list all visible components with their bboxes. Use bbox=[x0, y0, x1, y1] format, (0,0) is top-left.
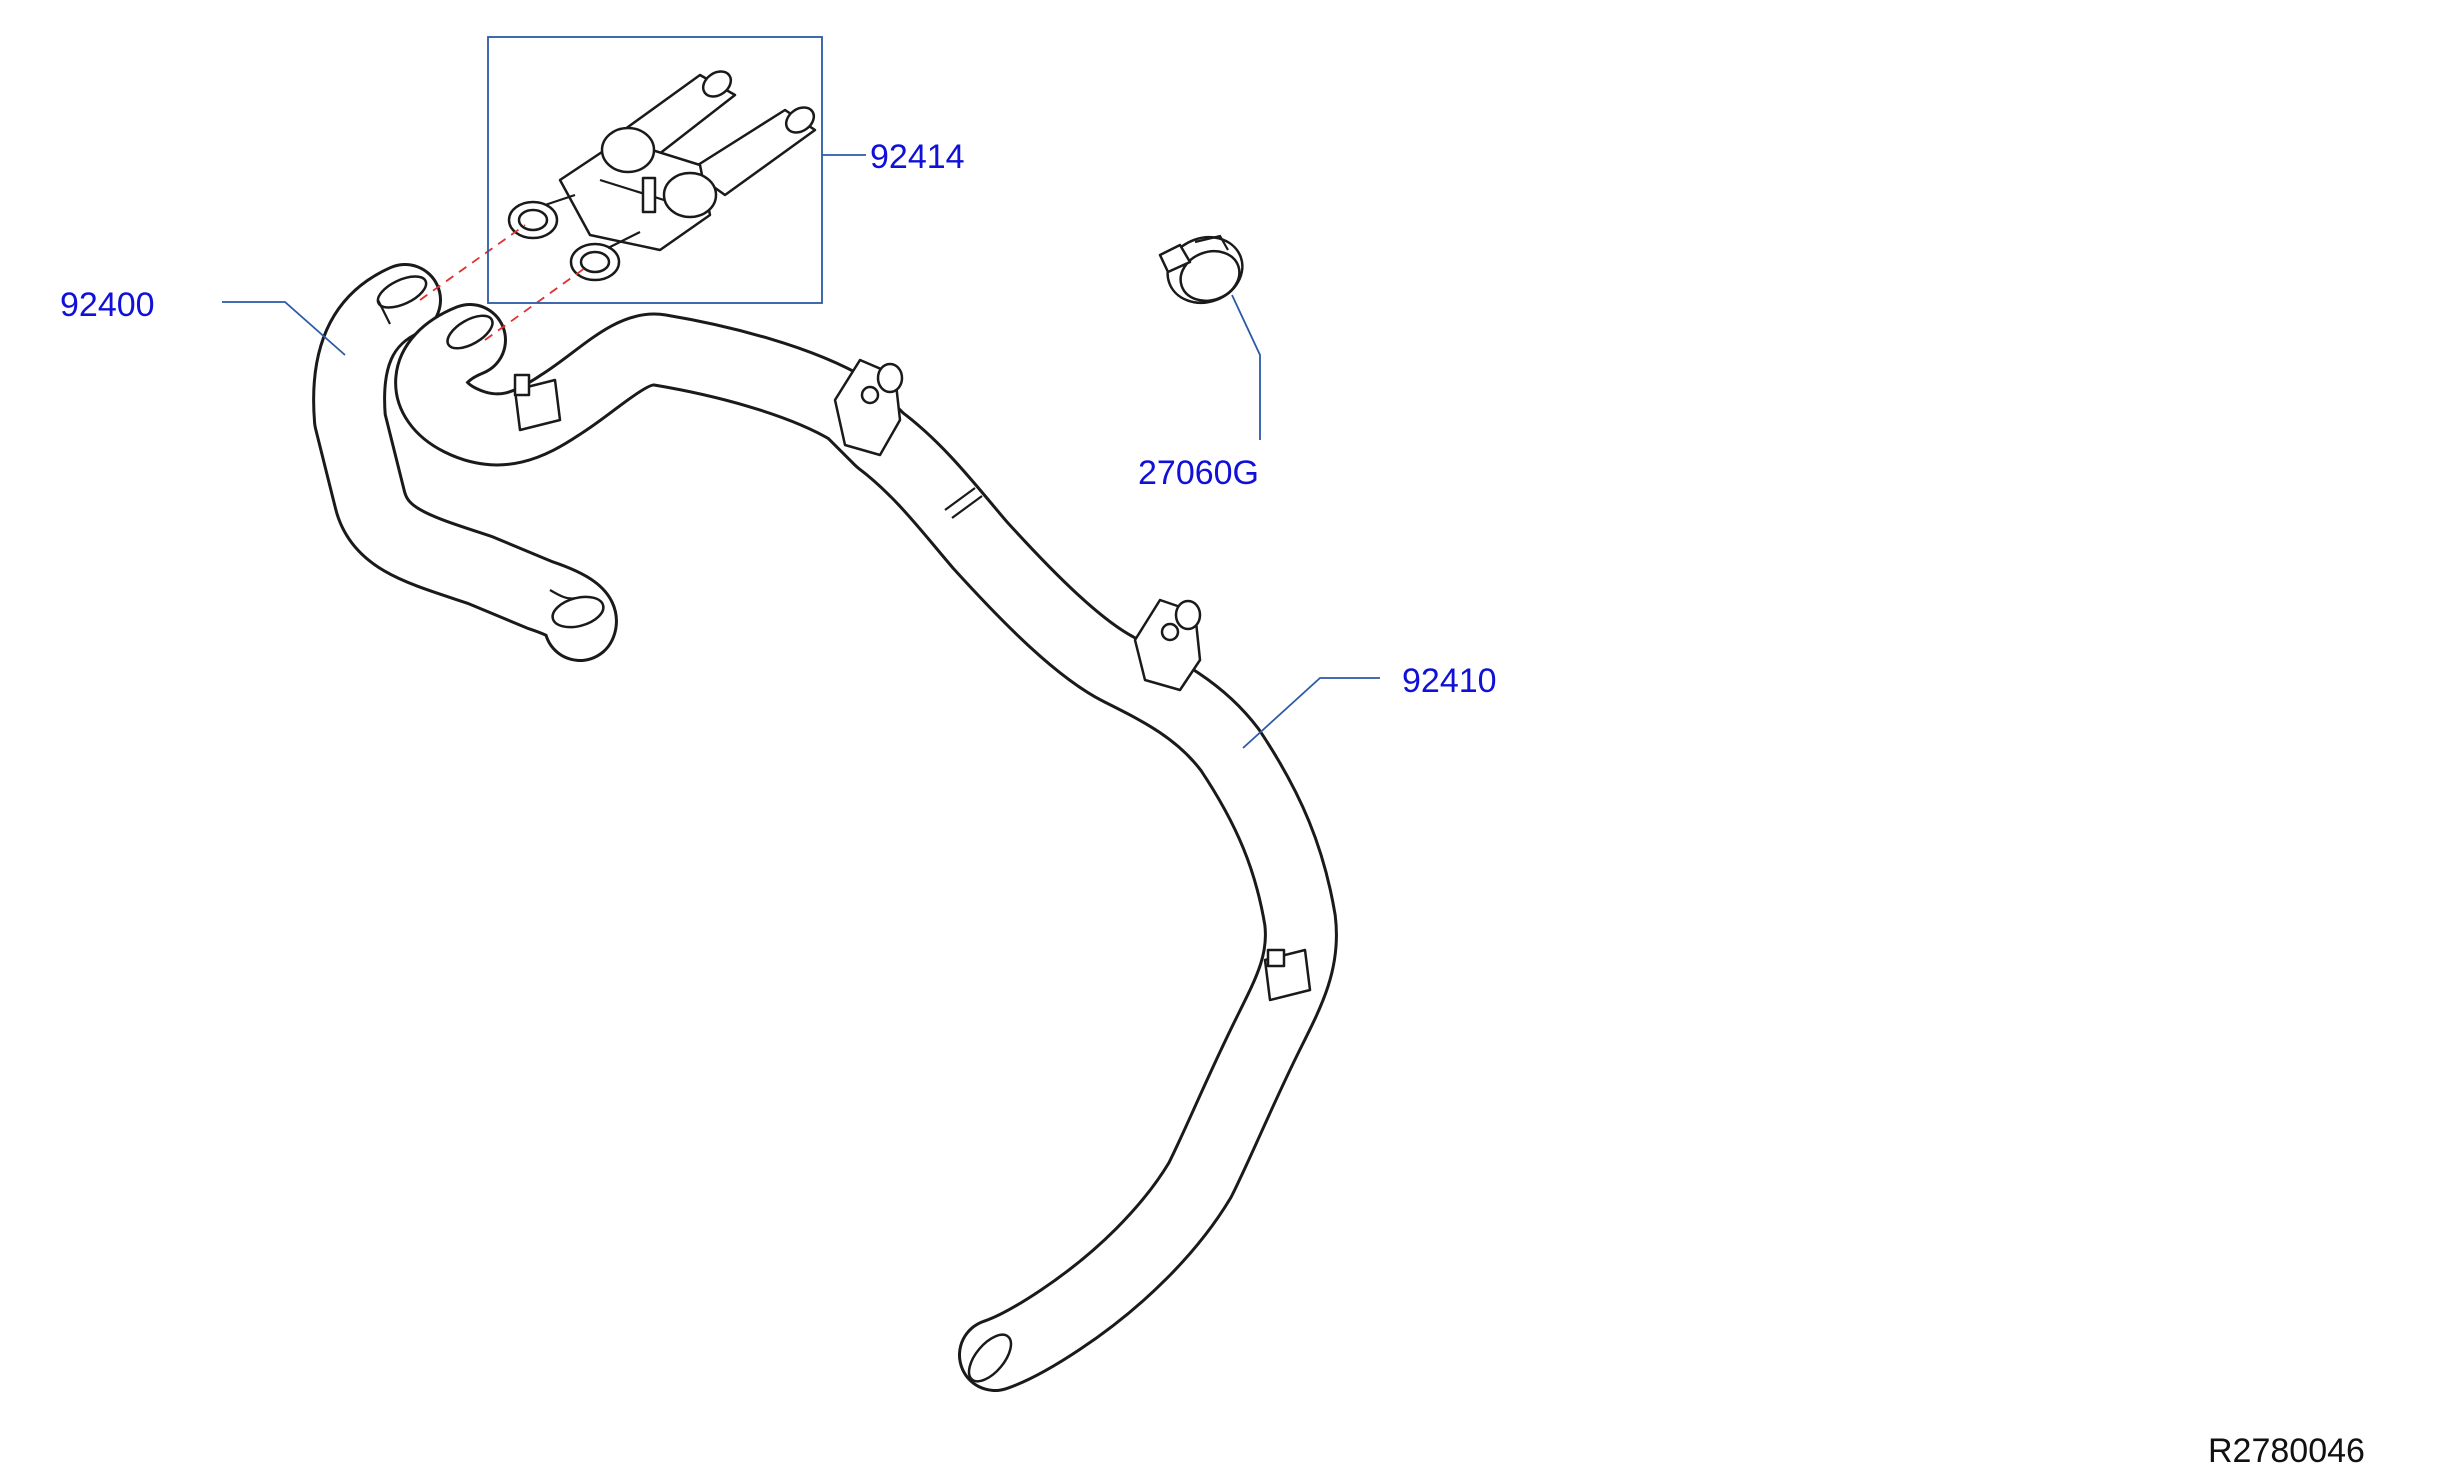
hose-clip-lower bbox=[1263, 948, 1312, 1002]
valve-92414[interactable] bbox=[507, 66, 819, 282]
alignment-line-1 bbox=[419, 224, 526, 301]
reference-code: R2780046 bbox=[2208, 1432, 2365, 1470]
alignment-line-2 bbox=[484, 267, 586, 341]
bracket-upper bbox=[833, 358, 904, 457]
hose-92400[interactable] bbox=[312, 263, 617, 662]
clamp-27060G[interactable] bbox=[1158, 227, 1251, 313]
label-92410: 92410 bbox=[1402, 662, 1497, 700]
label-27060G: 27060G bbox=[1138, 454, 1259, 492]
leader-92400 bbox=[222, 301, 346, 356]
label-92400: 92400 bbox=[60, 286, 155, 324]
label-92414: 92414 bbox=[870, 138, 965, 176]
bracket-lower bbox=[1133, 598, 1202, 692]
hose-clip-upper bbox=[513, 373, 562, 432]
valve-callout-box bbox=[487, 36, 823, 304]
hose-92410[interactable] bbox=[394, 303, 1338, 1392]
leader-27060G bbox=[1231, 294, 1261, 440]
leader-92410 bbox=[1242, 677, 1380, 749]
